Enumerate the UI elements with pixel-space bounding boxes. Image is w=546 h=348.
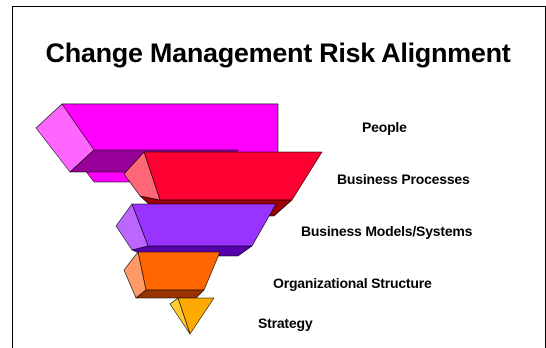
layer-structure-front	[137, 251, 221, 291]
label-business-processes: Business Processes	[337, 171, 470, 187]
layer-processes-front	[143, 151, 323, 201]
label-strategy: Strategy	[258, 315, 313, 331]
funnel-layer-strategy	[169, 297, 215, 335]
slide-border-top	[12, 6, 546, 7]
layer-models-front	[131, 203, 277, 247]
label-organizational-structure: Organizational Structure	[273, 275, 432, 291]
funnel-layer-organizational-structure	[123, 251, 221, 299]
label-business-models-systems: Business Models/Systems	[301, 223, 473, 239]
funnel-layer-business-models	[115, 203, 277, 257]
slide-title: Change Management Risk Alignment	[45, 38, 511, 68]
slide-border-left	[12, 6, 13, 348]
layer-strategy-side	[169, 297, 191, 335]
layer-structure-bottom	[135, 289, 205, 299]
label-people: People	[362, 119, 407, 135]
